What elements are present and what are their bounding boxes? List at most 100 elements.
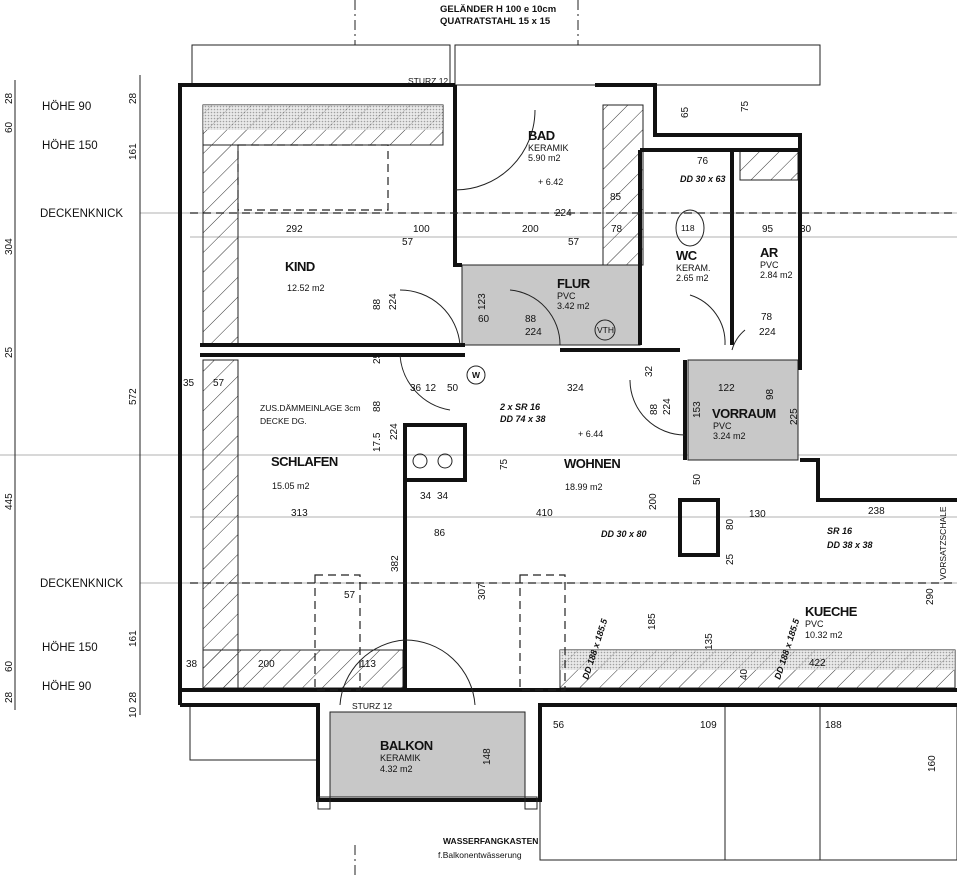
dim-label: 60 <box>4 121 15 133</box>
dim-label: 36 <box>410 383 422 394</box>
room-ar-name: AR <box>760 245 779 260</box>
dim-label: 60 <box>478 314 490 325</box>
dim-label: 135 <box>704 633 715 650</box>
dim-label: 290 <box>925 588 936 605</box>
railing-note: QUATRATSTAHL 15 x 15 <box>440 16 551 27</box>
dim-label: 57 <box>344 590 356 601</box>
dim-label: 35 <box>183 378 195 389</box>
annotation: DD 30 x 63 <box>680 174 726 184</box>
room-kueche-name: KUECHE <box>805 604 858 619</box>
dim-label: 130 <box>749 509 766 520</box>
roof-eaves <box>189 44 957 861</box>
room-kueche-floor: PVC <box>805 619 824 629</box>
dim-label: 160 <box>927 755 938 772</box>
dim-label: 148 <box>482 748 493 765</box>
dim-label: 161 <box>128 630 139 647</box>
dim-label: 30 <box>800 224 812 235</box>
side-label: HÖHE 90 <box>42 101 91 113</box>
dim-label: 238 <box>868 506 885 517</box>
room-ar-area: 2.84 m2 <box>760 270 793 280</box>
insulation-note: ZUS.DÄMMEINLAGE 3cm <box>260 403 361 413</box>
room-kind-area: 12.52 m2 <box>287 283 325 293</box>
dim-label: 224 <box>525 327 542 338</box>
dim-label: 313 <box>291 508 308 519</box>
drain-note: f.Balkonentwässerung <box>438 850 522 860</box>
dim-label: 28 <box>128 691 139 703</box>
dim-label: 382 <box>390 555 401 572</box>
dim-label: 78 <box>761 312 773 323</box>
dim-label: 85 <box>610 192 622 203</box>
dim-label: 57 <box>402 237 414 248</box>
height-labels: HÖHE 90 HÖHE 150 DECKENKNICK DECKENKNICK… <box>4 75 141 718</box>
room-vorraum-floor: PVC <box>713 421 732 431</box>
dim-label: 38 <box>186 659 198 670</box>
dim-label: 161 <box>128 143 139 160</box>
room-ar-floor: PVC <box>760 260 779 270</box>
annotation: DD 30 x 80 <box>601 529 647 539</box>
dim-label: 65 <box>680 106 691 118</box>
dim-label: 307 <box>477 583 488 600</box>
dim-label: 445 <box>4 493 15 510</box>
dim-label: 88 <box>649 403 660 415</box>
dim-label: 57 <box>213 378 225 389</box>
dim-label: 88 <box>372 298 383 310</box>
dimension-labels: 292 100 57 200 57 78 95 30 224 88 224 60… <box>183 100 938 772</box>
room-kind-name: KIND <box>285 259 315 274</box>
drain-note: WASSERFANGKASTEN <box>443 836 538 846</box>
room-flur-floor: PVC <box>557 291 576 301</box>
side-label: DECKENKNICK <box>40 208 123 220</box>
dim-label: 88 <box>525 314 537 325</box>
dim-label: 76 <box>697 156 709 167</box>
dim-label: 57 <box>568 237 580 248</box>
dim-label: 188 <box>825 720 842 731</box>
dim-label: 50 <box>692 473 703 485</box>
dim-label: 224 <box>662 398 673 415</box>
room-wohnen-area: 18.99 m2 <box>565 482 603 492</box>
room-balkon-floor: KERAMIK <box>380 753 421 763</box>
dim-label: 28 <box>128 92 139 104</box>
room-labels: KIND 12.52 m2 BAD KERAMIK 5.90 m2 + 6.42… <box>271 128 858 774</box>
dim-label: 50 <box>447 383 459 394</box>
dim-label: 95 <box>762 224 774 235</box>
lintel-note: STURZ 12 <box>352 701 392 711</box>
room-wc-floor: KERAM. <box>676 263 711 273</box>
dim-label: 153 <box>692 401 703 418</box>
dim-label: 56 <box>553 720 565 731</box>
dim-label: 224 <box>388 293 399 310</box>
dim-label: 410 <box>536 508 553 519</box>
dim-label: 200 <box>258 659 275 670</box>
lintel-note: STURZ 12 <box>408 76 448 86</box>
dim-label: 80 <box>725 518 736 530</box>
dim-label: 200 <box>648 493 659 510</box>
w-label: W <box>472 370 481 380</box>
dim-label: 10 <box>128 706 139 718</box>
room-bad-level: + 6.42 <box>538 177 563 187</box>
dim-label: 98 <box>765 388 776 400</box>
room-bad-name: BAD <box>528 128 555 143</box>
dim-label: 123 <box>477 293 488 310</box>
dim-label: 225 <box>789 408 800 425</box>
annotation: DD 38 x 38 <box>827 540 873 550</box>
room-schlafen-name: SCHLAFEN <box>271 454 338 469</box>
room-wc-name: WC <box>676 248 698 263</box>
side-label: HÖHE 150 <box>42 642 98 654</box>
walls <box>178 83 957 810</box>
dim-label: 25 <box>725 553 736 565</box>
wc-number: 118 <box>681 223 695 233</box>
vth-label: VTH <box>597 325 614 335</box>
side-label: HÖHE 90 <box>42 681 91 693</box>
dim-label: 60 <box>4 660 15 672</box>
dim-label: 28 <box>4 691 15 703</box>
dim-label: 25 <box>4 346 15 358</box>
room-balkon-area: 4.32 m2 <box>380 764 413 774</box>
annotation: SR 16 <box>827 526 853 536</box>
dim-label: 40 <box>739 668 750 680</box>
dim-label: 34 <box>420 491 432 502</box>
annotation: 2 x SR 16 <box>499 402 541 412</box>
dim-label: 17.5 <box>372 432 383 452</box>
dim-label: 292 <box>286 224 303 235</box>
door-swings <box>339 109 746 706</box>
balkon-floor <box>329 711 526 798</box>
dim-label: 200 <box>522 224 539 235</box>
